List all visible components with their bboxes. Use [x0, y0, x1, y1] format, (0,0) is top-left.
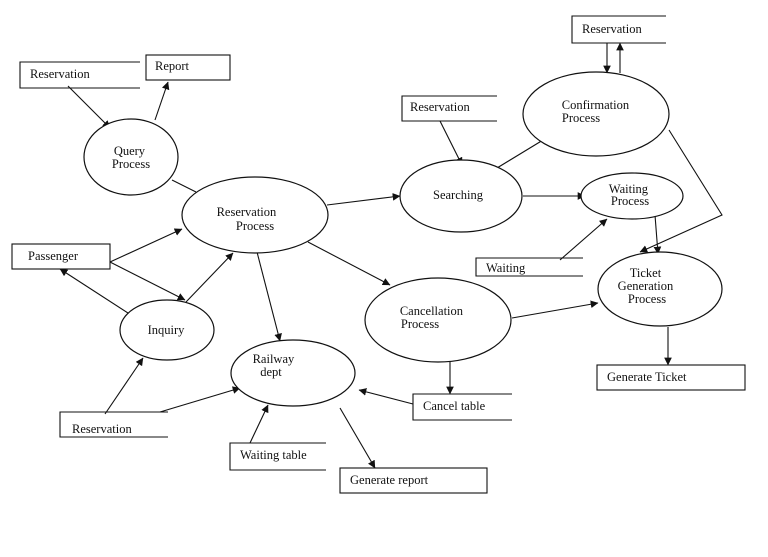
store-passenger: Passenger: [11, 243, 111, 270]
flow-reservation-process-to-cancellation: [307, 241, 391, 286]
flow-passenger-to-reservation-process: [109, 228, 183, 263]
flow-reservation-process-to-railway: [256, 251, 282, 342]
store-cancel-table: Cancel table: [412, 393, 512, 421]
store-label: Reservation: [582, 22, 642, 36]
store-waiting: Waiting: [475, 257, 583, 277]
flow-query-to-report: [154, 81, 170, 121]
flow-reservation-process-to-searching: [326, 193, 401, 206]
process-label: Confirmation Process: [562, 98, 632, 125]
flow-passenger-to-inquiry-down: [109, 261, 186, 301]
flow-railway-to-generate-report: [339, 407, 376, 469]
process-inquiry: Inquiry: [119, 299, 215, 361]
flow-waiting-table-to-railway: [249, 404, 269, 444]
process-searching: Searching: [399, 159, 523, 233]
store-label: Reservation: [30, 67, 90, 81]
store-reservation-confirm: Reservation: [571, 15, 666, 44]
process-query: Query Process: [83, 118, 179, 196]
process-label: Searching: [433, 188, 484, 202]
store-label: Report: [155, 59, 190, 73]
store-label: Waiting table: [240, 448, 307, 462]
flow-confirmation-to-ticket: [639, 129, 723, 253]
process-label: Query Process: [112, 144, 150, 171]
processes: Query Process Reservation Process Search…: [83, 71, 723, 407]
process-label: Inquiry: [148, 323, 186, 337]
store-report: Report: [145, 54, 231, 81]
store-label: Cancel table: [423, 399, 486, 413]
process-label: Cancellation Process: [400, 304, 466, 331]
flow-reservation-to-query: [67, 85, 111, 129]
flow-waiting-store-to-process: [559, 218, 608, 261]
process-cancellation: Cancellation Process: [364, 277, 512, 363]
store-generate-report: Generate report: [339, 467, 488, 494]
flow-searching-to-confirmation: [496, 136, 549, 169]
flow-cancellation-to-ticket: [511, 300, 599, 319]
process-waiting: Waiting Process: [580, 172, 684, 220]
process-label: Reservation Process: [217, 205, 280, 233]
process-railway-dept: Railway dept: [230, 339, 356, 407]
flows: [59, 42, 723, 469]
process-reservation: Reservation Process: [181, 176, 329, 254]
flow-waiting-to-ticket: [653, 214, 662, 255]
process-confirmation: Confirmation Process: [522, 71, 670, 157]
process-label: Railway dept: [253, 352, 298, 379]
flow-reservation-to-railway: [159, 386, 241, 413]
store-reservation-top-left: Reservation: [19, 61, 140, 89]
store-reservation-bottom: Reservation: [59, 411, 168, 438]
store-label: Waiting: [486, 261, 526, 275]
process-ticket-generation: Ticket Generation Process: [597, 251, 723, 327]
store-label: Reservation: [410, 100, 470, 114]
process-label: Ticket Generation Process: [618, 266, 677, 306]
store-label: Passenger: [28, 249, 79, 263]
flow-reservation-to-searching: [439, 120, 463, 166]
store-generate-ticket: Generate Ticket: [596, 364, 746, 391]
flow-cancel-table-to-railway: [358, 388, 414, 405]
data-stores: Reservation Report Passenger Reservation…: [11, 15, 746, 494]
process-label: Waiting Process: [609, 182, 651, 208]
store-label: Generate Ticket: [607, 370, 687, 384]
flow-inquiry-to-reservation-process: [185, 252, 234, 303]
store-label: Reservation: [72, 422, 132, 436]
flow-inquiry-to-passenger: [59, 268, 129, 314]
store-label: Generate report: [350, 473, 429, 487]
flow-reservation-to-inquiry: [104, 357, 144, 415]
store-reservation-search: Reservation: [401, 95, 497, 122]
flow-query-reservation-process: [171, 179, 197, 193]
store-waiting-table: Waiting table: [229, 442, 326, 471]
